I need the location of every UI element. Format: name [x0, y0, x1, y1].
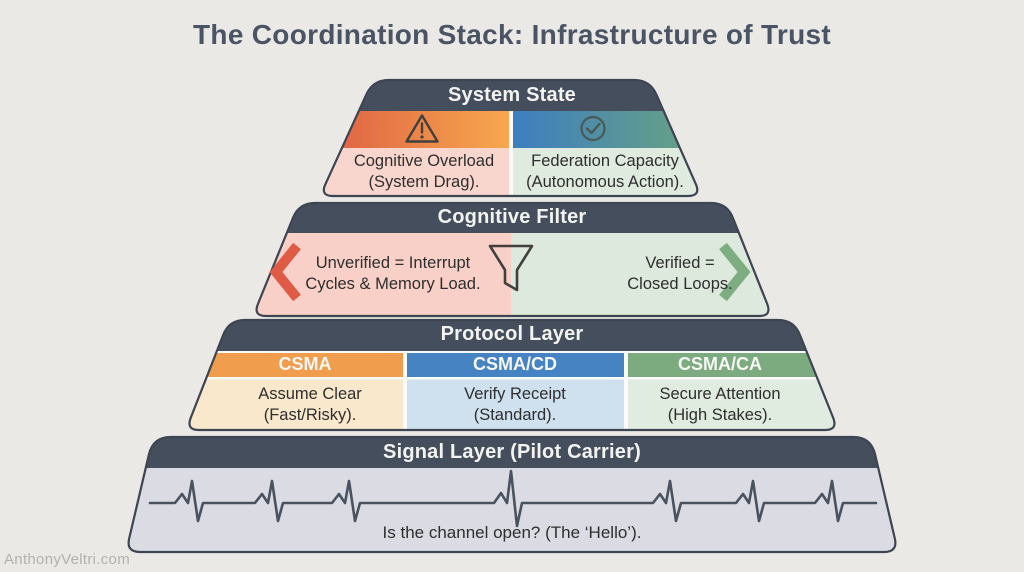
layer-cognitive-filter-outline	[255, 201, 770, 318]
cognitive-filter-header: Cognitive Filter	[437, 206, 587, 228]
watermark: AnthonyVeltri.com	[4, 551, 130, 568]
layer-signal-outline	[127, 435, 897, 554]
layer-protocol-outline	[188, 318, 836, 432]
chevron-right-icon	[719, 242, 751, 302]
check-circle-icon	[580, 115, 606, 142]
system-state-right-label: Federation Capacity (Autonomous Action).	[526, 151, 684, 191]
page-title: The Coordination Stack: Infrastructure o…	[193, 19, 831, 50]
system-state-left-label: Cognitive Overload (System Drag).	[353, 151, 495, 191]
cognitive-filter-right-label: Verified = Closed Loops.	[627, 253, 733, 293]
layer-protocol-shape	[189, 320, 835, 430]
chevron-left-icon	[269, 242, 301, 302]
warning-triangle-icon	[405, 114, 439, 143]
protocol-layer-header: Protocol Layer	[440, 323, 584, 345]
protocol-column-csma-label: Assume Clear (Fast/Risky).	[258, 384, 362, 424]
protocol-column-csmaca-header: CSMA/CA	[678, 354, 762, 374]
funnel-icon	[488, 244, 534, 292]
layer-system-state-shape	[323, 80, 698, 196]
signal-layer-caption: Is the channel open? (The ‘Hello’).	[382, 523, 642, 542]
layer-system-state-outline	[322, 78, 699, 198]
protocol-column-csmacd-header: CSMA/CD	[473, 354, 557, 374]
cognitive-filter-left-label: Unverified = Interrupt Cycles & Memory L…	[305, 253, 481, 293]
protocol-column-csma-header: CSMA	[278, 354, 332, 374]
layer-signal-shape	[128, 437, 896, 552]
protocol-column-csmacd-label: Verify Receipt (Standard).	[464, 384, 566, 424]
signal-layer-header: Signal Layer (Pilot Carrier)	[383, 440, 641, 463]
ekg-waveform-icon	[148, 469, 878, 528]
system-state-header: System State	[447, 83, 576, 106]
protocol-column-csmaca-label: Secure Attention (High Stakes).	[659, 384, 781, 424]
